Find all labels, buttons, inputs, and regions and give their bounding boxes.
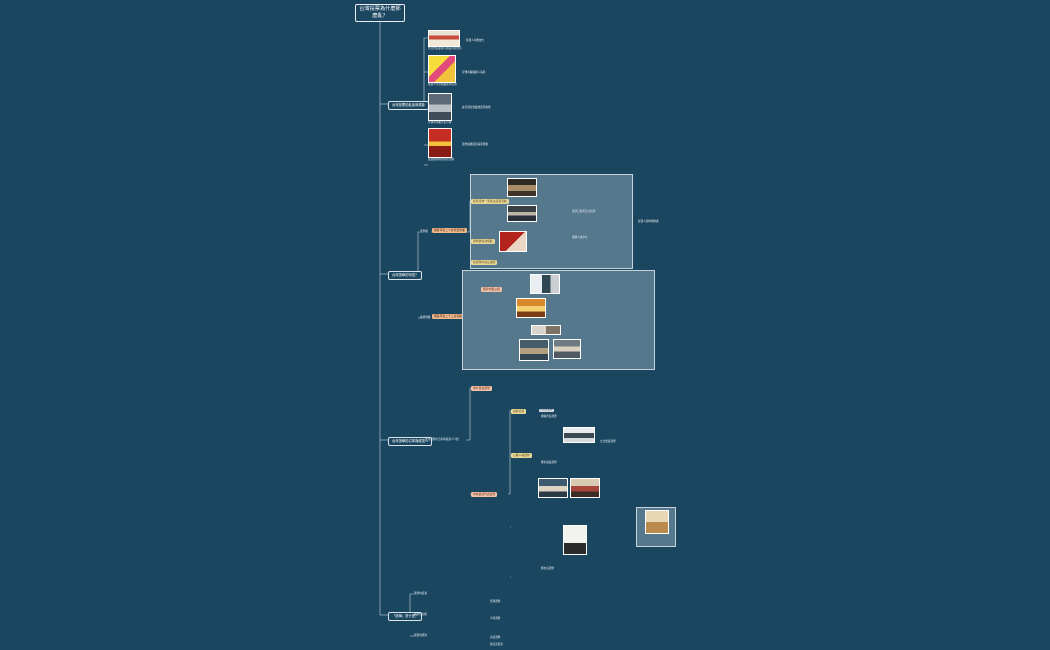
b2-photo-5 [516, 298, 546, 318]
b1-note-4: 選舉過後環境清潔問題 [462, 143, 488, 146]
campaign-photo-4 [428, 128, 452, 158]
b2-photo-4 [530, 274, 560, 294]
b4-sub-1[interactable]: 選舉的意義 [414, 592, 427, 595]
b2-pill-2[interactable]: 選舉罷免法規範 [471, 238, 495, 244]
branch-phenomena[interactable]: 台灣投票的亂象與現象 [388, 101, 429, 110]
b2-voting-right-desc[interactable]: 國民年滿二十歲有選舉權 [432, 227, 467, 233]
b3-note-4: 縣市長選舉 [541, 567, 554, 570]
b3-pill-2[interactable]: 中央民意代表選舉 [471, 491, 498, 497]
b2-photo-2 [507, 205, 537, 222]
campaign-photo-2 [428, 55, 456, 83]
b3-pill-4[interactable]: 公職人員選舉 [511, 452, 532, 458]
b3-pill-3[interactable]: 總統直選 [511, 408, 527, 414]
b2-panel-top [470, 174, 633, 269]
b2-photo-7 [519, 339, 549, 361]
b3-photo-2 [538, 478, 568, 498]
campaign-photo-3 [428, 93, 452, 121]
root-title-line1: 台灣投票為什麼那 [359, 6, 401, 12]
b3-tag-1: 村里長選舉 [539, 408, 554, 413]
b2-sub-candidacy-right[interactable]: 被選舉權 [420, 316, 431, 319]
b1-caption-4: 競選總部前的造勢活動 [428, 158, 454, 161]
b3-photo-1 [563, 427, 595, 443]
b2-candidacy-right-desc[interactable]: 國民年滿二十三歲有被選舉權 [432, 313, 473, 319]
branch-features[interactable]: 台灣選舉的特徵？ [388, 271, 423, 280]
b3-photo-5 [645, 510, 669, 534]
b3-note-2: 鄉鎮市長選舉 [541, 415, 557, 418]
b2-photo-1 [507, 178, 537, 197]
b2-photo-8 [553, 339, 581, 359]
b4-sub-2[interactable]: 選舉的功能 [414, 613, 427, 616]
b2-sub-voting-right[interactable]: 選舉權 [420, 230, 428, 233]
b2-photo-3 [499, 231, 527, 252]
b2-right-note-1: 投票日當天禁止拉票 [572, 210, 596, 213]
b1-caption-2: 候選人大型看板充斥街頭 [428, 83, 457, 86]
root-topic[interactable]: 台灣投票為什麼那 麼亂？ [355, 4, 405, 22]
b3-note-3: 縣市議員選舉 [541, 461, 557, 464]
branch-history[interactable]: 台灣選舉的沿革與候選人 [388, 437, 433, 446]
b4-note-1: 普通選舉 [490, 600, 501, 603]
b1-note-1: 候選人肖像放大 [466, 39, 485, 42]
b1-note-2: 宣傳車廣播擾人清夢 [462, 71, 486, 74]
b2-right-note-3: 候選人須申報財產 [638, 220, 659, 223]
b3-photo-3 [570, 478, 600, 498]
b3-pill-1[interactable]: 地方自治選舉 [471, 385, 492, 391]
branch-what-is-election[interactable]: 「選舉」是什麼？ [388, 612, 423, 621]
b2-right-note-2: 選務人員中立 [572, 236, 588, 239]
b2-pill-1[interactable]: 投票日前一天禁止競選活動 [471, 198, 509, 204]
b2-pill-3[interactable]: 投票所內禁止拍照 [471, 259, 498, 265]
b3-photo-4 [563, 525, 587, 555]
b4-note-4: 無記名投票 [490, 643, 503, 646]
b3-note-5: 立法委員選舉 [600, 440, 616, 443]
b4-note-3: 直接選舉 [490, 636, 501, 639]
b2-photo-6 [531, 325, 561, 335]
b3-sub[interactable]: 台灣選舉的沿革與候選人介紹 [425, 438, 459, 441]
b1-caption-1: 台北市長參選人遊街拜票文宣 [428, 47, 462, 50]
b4-sub-3[interactable]: 選舉的原則 [414, 634, 427, 637]
b2-pill-4[interactable]: 開票作業公開 [481, 286, 502, 292]
b1-caption-3: 宣傳車穿梭大街小巷 [428, 121, 452, 124]
campaign-photo-1 [428, 30, 460, 47]
b4-note-2: 平等選舉 [490, 617, 501, 620]
b1-note-3: 政見發表會變成造勢晚會 [462, 106, 491, 109]
root-title-line2: 麼亂？ [372, 13, 388, 19]
